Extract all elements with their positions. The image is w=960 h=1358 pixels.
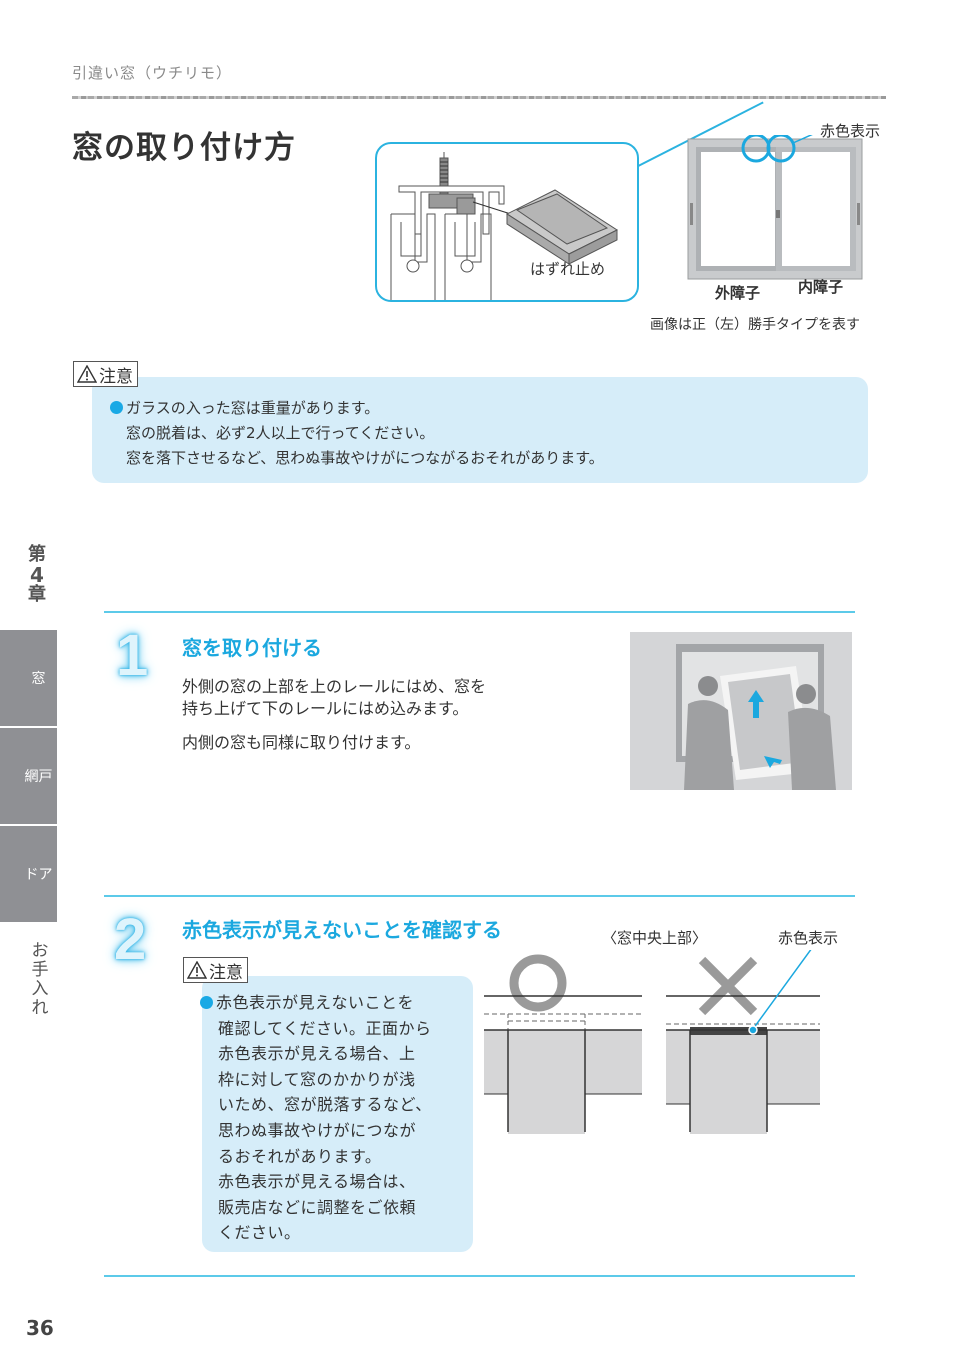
header-divider	[72, 96, 886, 99]
caution-text: ガラスの入った窓は重量があります。 窓の脱着は、必ず2人以上で行ってください。 …	[110, 396, 604, 471]
caution-tag: 注意	[183, 957, 248, 983]
caution-panel	[92, 377, 868, 483]
stopper-label: はずれ止め	[530, 260, 606, 278]
side-tab-screen[interactable]: 網戸	[0, 728, 57, 824]
bullet-icon	[200, 996, 213, 1009]
installation-photo	[630, 632, 852, 790]
caution-line: ガラスの入った窓は重量があります。	[126, 399, 380, 417]
sliding-window-illustration	[687, 135, 863, 280]
step-number: 2	[114, 907, 147, 972]
outer-sash-label: 外障子	[715, 284, 761, 302]
step-title: 赤色表示が見えないことを確認する	[182, 918, 502, 942]
ok-circle-icon	[509, 954, 567, 1012]
incorrect-position-diagram	[666, 950, 820, 1134]
detail-illustration-box	[375, 142, 639, 302]
side-tab-care[interactable]: お 手 入 れ	[31, 941, 49, 1018]
red-indicator-label: 赤色表示	[778, 929, 839, 947]
diagram-caption: 〈窓中央上部〉	[602, 929, 708, 947]
correct-position-diagram	[484, 954, 642, 1134]
two-workers-installing-window-illustration	[630, 632, 852, 790]
caution-line: 窓を落下させるなど、思わぬ事故やけがにつながるおそれがあります。	[126, 449, 604, 467]
caution-label: 注意	[209, 962, 243, 983]
warning-triangle-icon	[187, 961, 207, 979]
type-note: 画像は正（左）勝手タイプを表す	[650, 317, 860, 333]
section-divider	[104, 1275, 855, 1277]
ng-cross-icon	[698, 956, 758, 1016]
page-title: 窓の取り付け方	[72, 130, 296, 166]
breadcrumb: 引違い窓（ウチリモ）	[72, 64, 233, 82]
caution-label: 注意	[99, 366, 133, 387]
bullet-icon	[110, 401, 123, 414]
step-title: 窓を取り付ける	[182, 636, 322, 660]
red-indicator-marker	[748, 1025, 758, 1035]
caution-panel	[202, 976, 473, 1252]
section-divider	[104, 611, 855, 613]
side-tab-window[interactable]: 窓	[0, 630, 57, 726]
chapter-label: 第 4 章	[28, 544, 46, 605]
caution-text: 赤色表示が見えないことを 確認してください。正面から 赤色表示が見える場合、上 …	[200, 990, 468, 1246]
red-indicator-label: 赤色表示	[820, 122, 881, 140]
section-divider	[104, 895, 855, 897]
caution-line: 窓の脱着は、必ず2人以上で行ってください。	[126, 424, 435, 442]
side-tab-door[interactable]: ドア	[0, 826, 57, 922]
caution-tag: 注意	[73, 361, 138, 387]
inner-sash-label: 内障子	[798, 278, 844, 296]
step-body: 外側の窓の上部を上のレールにはめ、窓を 持ち上げて下のレールにはめ込みます。 内…	[182, 677, 487, 752]
step-number: 1	[116, 623, 149, 688]
page-number: 36	[26, 1316, 54, 1340]
warning-triangle-icon	[77, 365, 97, 383]
rail-stopper-illustration	[390, 152, 619, 300]
